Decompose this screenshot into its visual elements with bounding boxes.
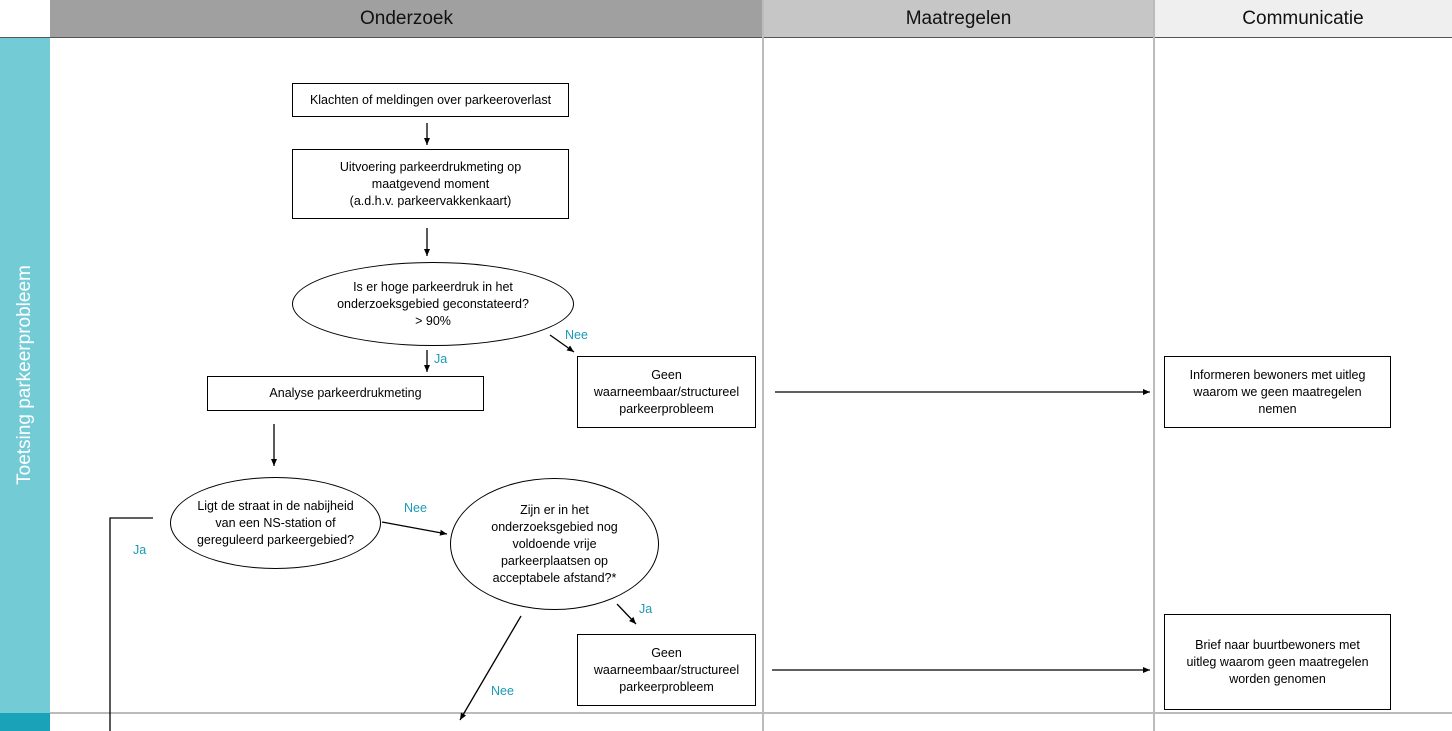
column-header-maatregelen: Maatregelen [763,0,1154,38]
decision-zijn-er: Zijn er in het onderzoeksgebied nog vold… [450,478,659,610]
node-brief-text: Brief naar buurtbewoners met uitleg waar… [1186,637,1369,686]
node-informeren-text: Informeren bewoners met uitleg waarom we… [1189,367,1366,416]
node-geen-probleem-2: Geen waarneembaar/structureel parkeerpro… [577,634,756,706]
lane-side-bar-next [0,713,50,731]
edge-label-nee: Nee [404,501,427,515]
node-uitvoering: Uitvoering parkeerdrukmeting op maatgeve… [292,149,569,219]
arrow-zijn-er-geen2 [616,603,637,625]
decision-zijn-er-text: Zijn er in het onderzoeksgebied nog vold… [491,502,618,585]
node-geen-probleem-1-text: Geen waarneembaar/structureel parkeerpro… [593,367,740,416]
arrow-ligt-straat-ja [109,517,153,731]
edge-label-ja: Ja [434,352,448,366]
node-klachten: Klachten of meldingen over parkeeroverla… [292,83,569,117]
node-klachten-text: Klachten of meldingen over parkeeroverla… [309,92,552,107]
column-header-onderzoek: Onderzoek [50,0,763,38]
lane-divider [50,712,1452,714]
node-analyse: Analyse parkeerdrukmeting [207,376,484,411]
node-analyse-text: Analyse parkeerdrukmeting [269,386,422,400]
decision-ligt-straat-text: Ligt de straat in de nabijheid van een N… [196,498,355,547]
edge-label-ja: Ja [133,543,147,557]
node-geen-probleem-2-text: Geen waarneembaar/structureel parkeerpro… [593,645,740,694]
node-uitvoering-text: Uitvoering parkeerdrukmeting op maatgeve… [339,159,522,208]
decision-hoge-druk-text: Is er hoge parkeerdruk in het onderzoeks… [337,279,529,328]
node-geen-probleem-1: Geen waarneembaar/structureel parkeerpro… [577,356,756,428]
column-divider [1153,0,1155,731]
arrow-ligt-straat-zijn-er [381,521,448,536]
node-informeren: Informeren bewoners met uitleg waarom we… [1164,356,1391,428]
edge-label-nee: Nee [491,684,514,698]
node-brief: Brief naar buurtbewoners met uitleg waar… [1164,614,1391,710]
column-header-communicatie: Communicatie [1154,0,1452,38]
arrow-hoge-druk-geen1 [549,334,575,353]
decision-ligt-straat: Ligt de straat in de nabijheid van een N… [170,477,381,569]
edge-label-nee: Nee [565,328,588,342]
arrow-zijn-er-down [459,615,522,721]
edge-label-ja: Ja [639,602,653,616]
column-divider [762,0,764,731]
header-corner [0,0,50,38]
decision-hoge-druk: Is er hoge parkeerdruk in het onderzoeks… [292,262,574,346]
lane-side-bar [0,38,50,713]
